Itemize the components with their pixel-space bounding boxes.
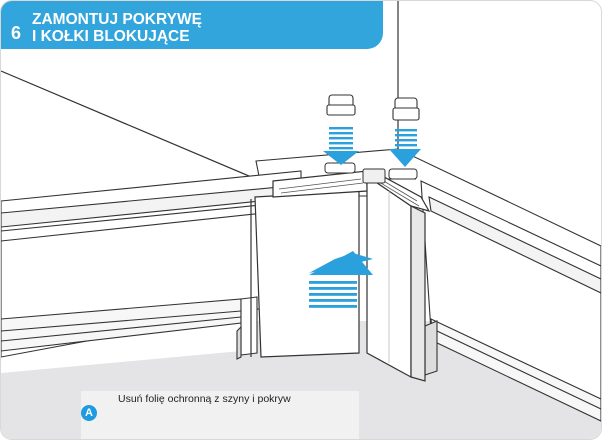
note-badge: A xyxy=(81,405,97,421)
step-number: 6 xyxy=(11,23,21,44)
note-text: Usuń folię ochronną z szyny i pokryw xyxy=(118,393,291,405)
locking-peg-left xyxy=(327,95,355,115)
step-header: 6 ZAMONTUJ POKRYWĘ I KOŁKI BLOKUJĄCE xyxy=(1,1,383,49)
step-title-line-1: ZAMONTUJ POKRYWĘ xyxy=(32,11,202,28)
right-cover-panel xyxy=(367,171,429,381)
locking-peg-right xyxy=(393,98,419,120)
step-title-line-2: I KOŁKI BLOKUJĄCE xyxy=(32,28,190,45)
